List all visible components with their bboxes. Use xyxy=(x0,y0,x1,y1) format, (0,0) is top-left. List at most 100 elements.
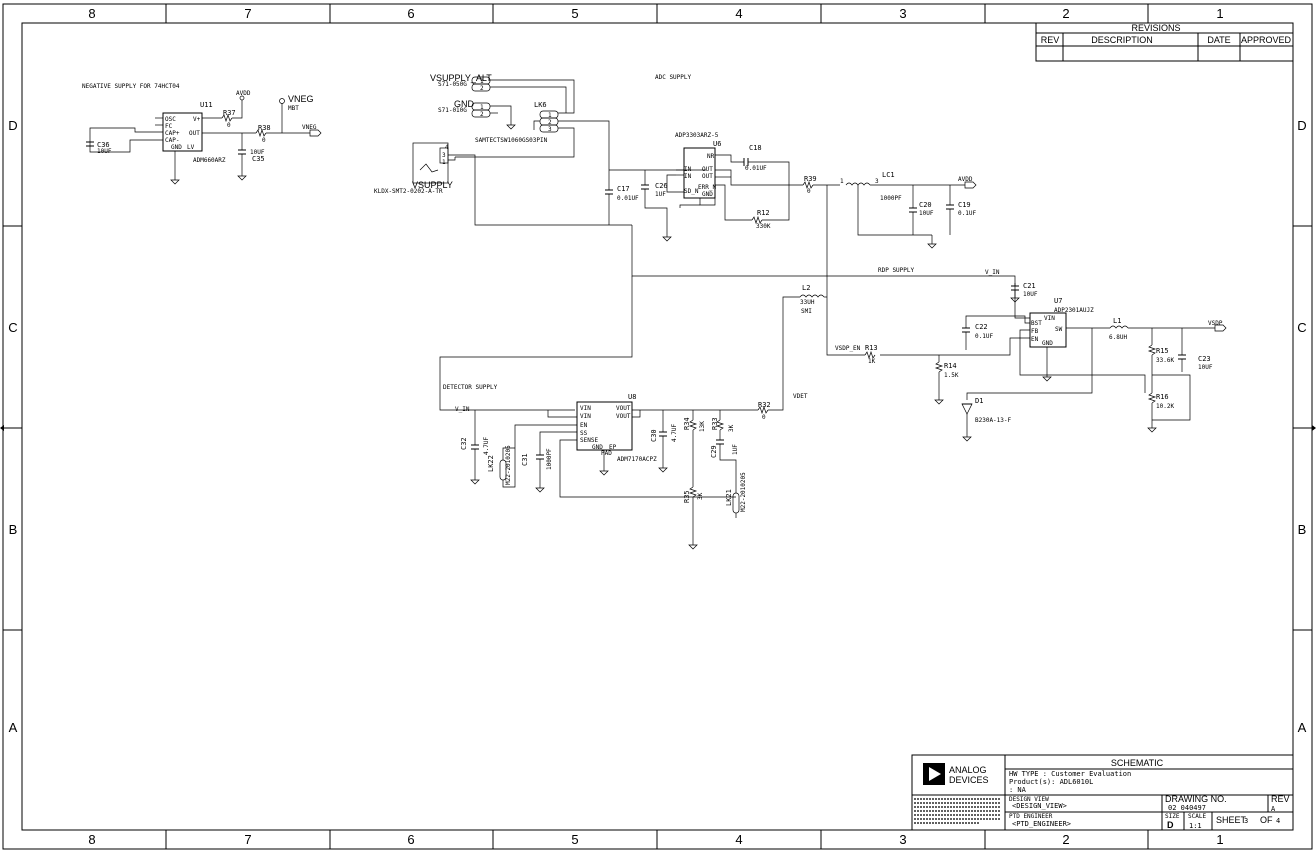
r33-val: 3K xyxy=(728,424,735,432)
u7-ref: U7 xyxy=(1054,297,1062,305)
avdd-port-icon xyxy=(964,181,977,189)
lc1-ref: LC1 xyxy=(882,171,895,179)
vsupply-val: KLDX-SMT2-0202-A-TR xyxy=(374,188,443,195)
zone-left-c: C xyxy=(8,320,17,335)
zone-bottom-7: 7 xyxy=(244,832,251,847)
lk21-val: M22-2010205 xyxy=(740,472,747,512)
vneg-port-label: VNEG xyxy=(302,124,317,131)
r38-val: 0 xyxy=(262,137,266,144)
zone-top-3: 3 xyxy=(899,6,906,21)
zone-top-6: 6 xyxy=(407,6,414,21)
u8-val: ADM7170ACPZ xyxy=(617,456,657,463)
c20-ref: C20 xyxy=(919,201,932,209)
r39-ref: R39 xyxy=(804,175,817,183)
c18-ref: C18 xyxy=(749,144,762,152)
r39-val: 0 xyxy=(807,188,811,195)
r32-ref: R32 xyxy=(758,401,771,409)
zone-top-7: 7 xyxy=(244,6,251,21)
vneg-testpoint-icon xyxy=(279,98,285,104)
svg-text:V+: V+ xyxy=(193,116,201,123)
svg-text:1: 1 xyxy=(840,178,844,185)
l1-val: 6.8UH xyxy=(1109,334,1127,341)
vsdp-en-net: VSDP_EN xyxy=(835,345,861,352)
vneg-port-icon xyxy=(309,129,322,137)
section-det-label: DETECTOR SUPPLY xyxy=(443,384,498,391)
zone-top-2: 2 xyxy=(1062,6,1069,21)
svg-text:3: 3 xyxy=(442,152,446,159)
negative-supply-section: NEGATIVE SUPPLY FOR 74HCT04 U11 ADM660AR… xyxy=(82,83,322,185)
r38-ref: R38 xyxy=(258,124,271,132)
d1-diode-icon xyxy=(961,403,973,415)
revisions-title: REVISIONS xyxy=(1131,23,1180,33)
c23-val: 10UF xyxy=(1198,364,1213,371)
r37-ref: R37 xyxy=(223,109,236,117)
u6-ref: U6 xyxy=(713,140,721,148)
vsupply-label: VSUPPLY xyxy=(412,180,453,190)
gnd-ref: S71-010G xyxy=(438,107,467,114)
svg-text:IN: IN xyxy=(684,166,692,173)
rev-label: REV xyxy=(1271,794,1290,804)
scale-value: 1:1 xyxy=(1189,822,1202,830)
c32-ref: C32 xyxy=(460,437,468,450)
gnd-label: GND xyxy=(454,99,475,109)
zone-bottom-3: 3 xyxy=(899,832,906,847)
svg-text:BST: BST xyxy=(1031,320,1042,327)
zone-top-4: 4 xyxy=(735,6,742,21)
r15-val: 33.6K xyxy=(1156,357,1174,364)
c17-val: 0.01UF xyxy=(617,195,639,202)
v-in-net-1: V_IN xyxy=(985,269,1000,276)
hw-type: HW TYPE : Customer Evaluation xyxy=(1009,770,1131,778)
zone-top-1: 1 xyxy=(1216,6,1223,21)
r35-val: 3K xyxy=(697,492,704,500)
svg-text:EP: EP xyxy=(609,444,617,451)
r14-val: 1.5K xyxy=(944,372,959,379)
zone-top-5: 5 xyxy=(571,6,578,21)
zone-right-d: D xyxy=(1297,118,1306,133)
title-block: ANALOG DEVICES SCHEMATIC HW TYPE : Custo… xyxy=(911,754,1294,831)
c36-ref: C36 xyxy=(97,141,110,149)
lk22-ref: LK22 xyxy=(487,455,495,472)
svg-text:OUT: OUT xyxy=(702,166,713,173)
svg-text:FB: FB xyxy=(1031,328,1039,335)
c29-ref: C29 xyxy=(710,445,718,458)
svg-text:1: 1 xyxy=(480,104,484,111)
r37-val: 0 xyxy=(227,122,231,129)
zone-right-b: B xyxy=(1298,522,1307,537)
svg-text:2: 2 xyxy=(480,111,484,118)
zone-bottom-8: 8 xyxy=(88,832,95,847)
svg-text:GND: GND xyxy=(592,444,603,451)
svg-text:1: 1 xyxy=(548,112,552,119)
rev-value: A xyxy=(1271,805,1276,813)
r34-val: 13K xyxy=(699,421,706,432)
svg-text:CAP-: CAP- xyxy=(165,137,179,144)
zone-right-a: A xyxy=(1298,720,1307,735)
lk21-ref: LK21 xyxy=(725,489,733,506)
of-label: OF xyxy=(1260,815,1273,825)
detector-supply-section: DETECTOR SUPPLY V_IN U8 ADM7170ACPZ VIN … xyxy=(439,276,827,550)
lc1-val: 1000PF xyxy=(880,195,902,202)
r13-val: 1K xyxy=(868,358,876,365)
u8-chip xyxy=(576,401,633,451)
vneg-testpoint-label: VNEG xyxy=(288,94,314,104)
svg-text:3: 3 xyxy=(548,126,552,133)
size-label: SIZE xyxy=(1165,813,1180,820)
r35-ref: R35 xyxy=(683,490,691,503)
l2-val: 33UH xyxy=(800,299,815,306)
c20-val: 10UF xyxy=(919,210,934,217)
zone-bottom-2: 2 xyxy=(1062,832,1069,847)
v-in-net-2: V_IN xyxy=(455,406,470,413)
zone-right-c: C xyxy=(1297,320,1306,335)
zone-left-a: A xyxy=(9,720,18,735)
lk22-val: M22-2010205 xyxy=(505,445,512,485)
engineer: <PTD_ENGINEER> xyxy=(1012,820,1071,828)
u11-val: ADM660ARZ xyxy=(193,157,226,164)
u11-ref: U11 xyxy=(200,101,213,109)
l1-ref: L1 xyxy=(1113,317,1121,325)
d1-ref: D1 xyxy=(975,397,983,405)
c19-ref: C19 xyxy=(958,201,971,209)
design-view: <DESIGN_VIEW> xyxy=(1012,802,1067,810)
svg-text:GND: GND xyxy=(1042,340,1053,347)
svg-text:OUT: OUT xyxy=(189,130,200,137)
vsdp-net: VSDP xyxy=(1208,320,1223,327)
